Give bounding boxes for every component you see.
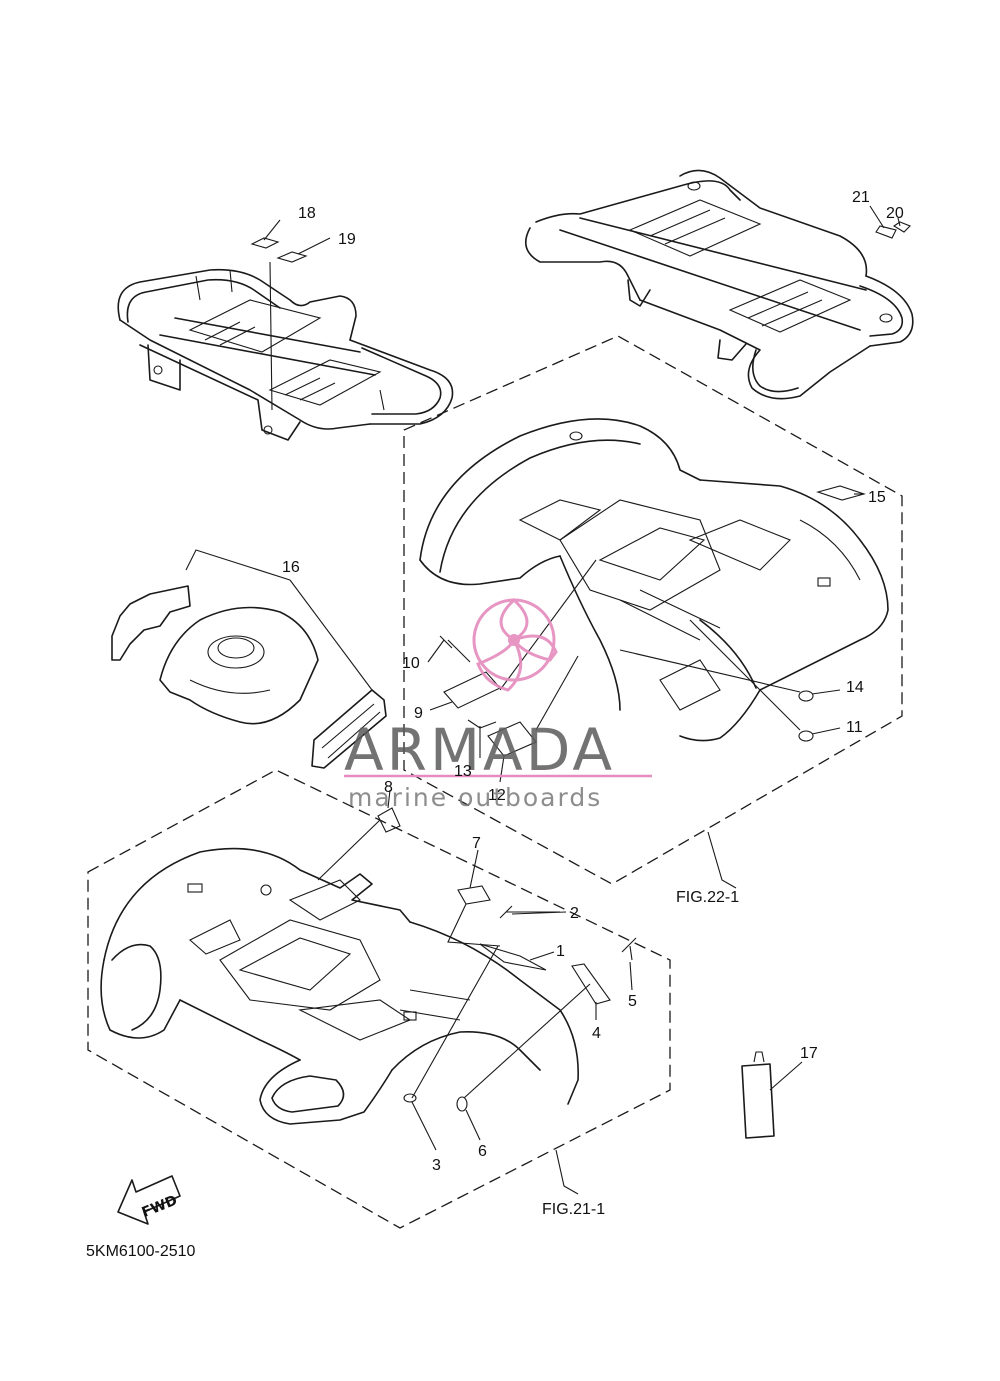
callout-20: 20 bbox=[886, 205, 904, 222]
callout-9: 9 bbox=[414, 705, 423, 722]
callout-19: 19 bbox=[338, 231, 356, 248]
watermark-tagline: marine outboards bbox=[348, 783, 602, 812]
forward-label: FWD bbox=[140, 1193, 180, 1222]
callout-7: 7 bbox=[472, 835, 481, 852]
callout-21: 21 bbox=[852, 189, 870, 206]
callout-11: 11 bbox=[846, 719, 863, 736]
callout-15: 15 bbox=[868, 489, 886, 506]
forward-direction-arrow: FWD bbox=[117, 1175, 181, 1225]
front-fender bbox=[100, 847, 579, 1125]
callout-16: 16 bbox=[282, 559, 300, 576]
watermark-brand: ARMADA bbox=[344, 716, 615, 784]
front-cover-assembly bbox=[111, 585, 387, 769]
rear-carrier-rack bbox=[117, 268, 454, 441]
callout-13: 13 bbox=[454, 763, 472, 780]
watermark-logo bbox=[472, 597, 558, 692]
callout-14: 14 bbox=[846, 679, 864, 696]
front-carrier-rack bbox=[524, 169, 914, 400]
callout-8: 8 bbox=[384, 779, 393, 796]
callout-4: 4 bbox=[592, 1025, 601, 1042]
fig-21-1-boundary bbox=[87, 769, 671, 1229]
figure-ref-22-1: FIG.22-1 bbox=[676, 889, 739, 906]
callout-3: 3 bbox=[432, 1157, 441, 1174]
callout-17: 17 bbox=[800, 1045, 818, 1062]
callout-10: 10 bbox=[402, 655, 420, 672]
figure-ref-21-1: FIG.21-1 bbox=[542, 1201, 605, 1218]
callout-18: 18 bbox=[298, 205, 316, 222]
rear-fender bbox=[419, 418, 889, 742]
callout-2: 2 bbox=[570, 905, 579, 922]
fig-22-1-boundary bbox=[403, 335, 903, 885]
callout-1: 1 bbox=[556, 943, 565, 960]
callout-5: 5 bbox=[628, 993, 637, 1010]
diagram-code: 5KM6100-2510 bbox=[86, 1243, 196, 1260]
callout-12: 12 bbox=[488, 787, 506, 804]
leader-lines bbox=[185, 205, 901, 1195]
hardware-parts bbox=[250, 221, 911, 1139]
callout-labels: 18 19 21 20 15 16 10 14 9 11 13 8 12 7 2… bbox=[282, 189, 904, 1174]
callout-6: 6 bbox=[478, 1143, 487, 1160]
